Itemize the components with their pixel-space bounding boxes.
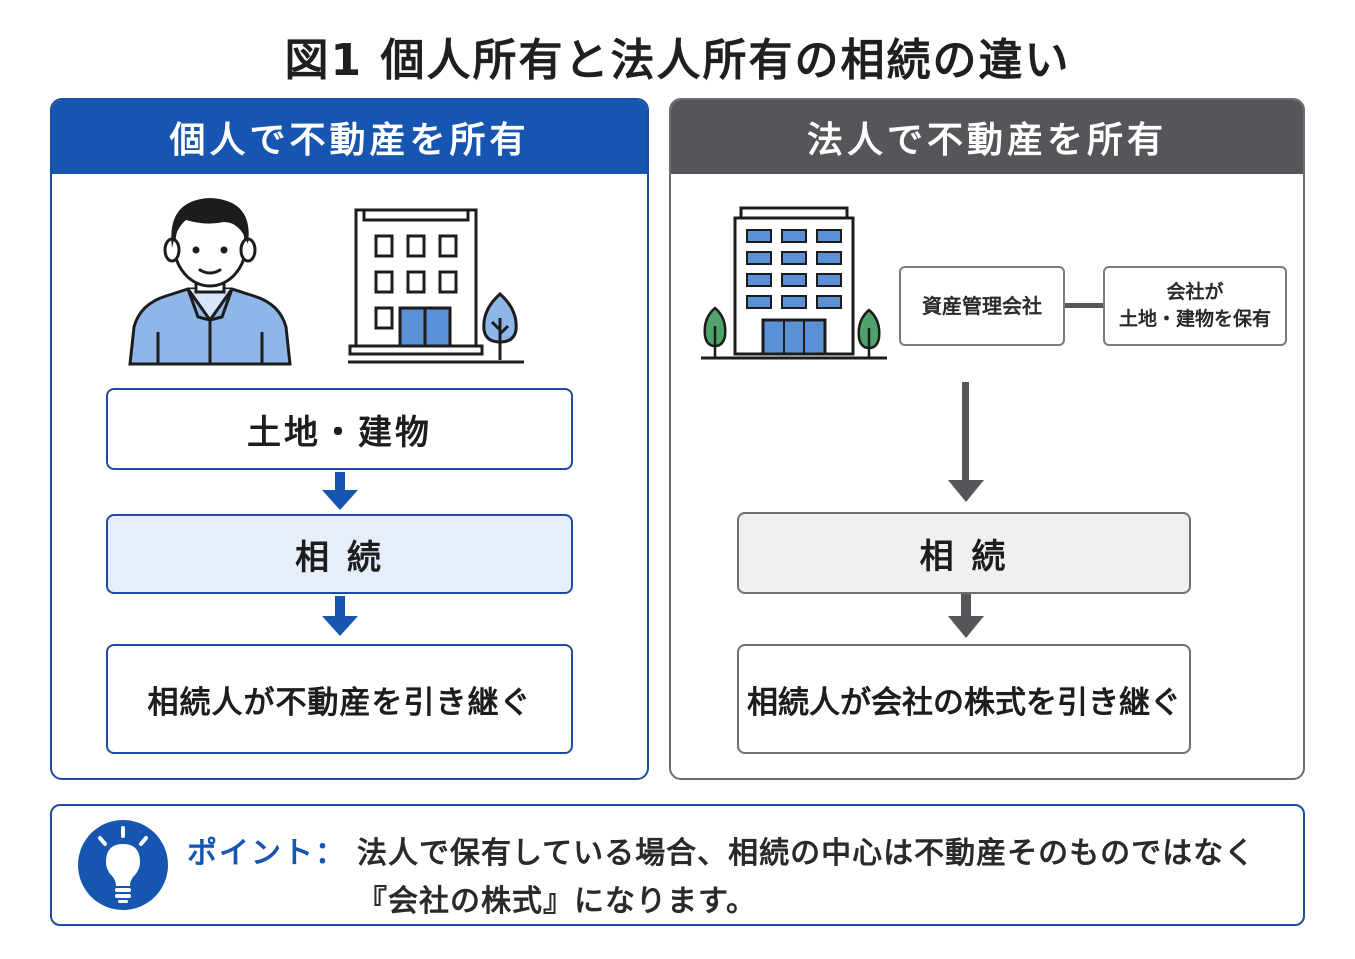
point-callout: ポイント： 法人で保有している場合、相続の中心は不動産そのものではなく 『会社の… <box>50 804 1305 926</box>
corporate-panel-header: 法人で不動産を所有 <box>671 100 1303 174</box>
down-arrow-icon <box>948 382 984 502</box>
corporate-ownership-panel: 法人で不動産を所有 資産管理会社 会社が 土地・建物を保有 相 続 <box>669 98 1305 780</box>
inheritance-box-corporate: 相 続 <box>737 512 1191 594</box>
land-building-box: 土地・建物 <box>106 388 573 470</box>
point-label: ポイント： <box>187 836 347 871</box>
connector-line <box>1065 303 1103 308</box>
office-building-icon <box>701 206 887 360</box>
point-text-line2: 『会社の株式』になります。 <box>357 884 757 919</box>
asset-management-company-box: 資産管理会社 <box>899 266 1065 346</box>
lightbulb-icon <box>78 820 168 910</box>
heir-inherits-property-label: 相続人が不動産を引き継ぐ <box>147 684 532 721</box>
heir-inherits-property-box: 相続人が不動産を引き継ぐ <box>106 644 573 754</box>
page-title: 図1 個人所有と法人所有の相続の違い <box>284 35 1071 86</box>
inheritance-label: 相 続 <box>295 537 384 578</box>
company-owns-line2: 土地・建物を保有 <box>1118 308 1271 330</box>
land-building-label: 土地・建物 <box>247 412 432 453</box>
down-arrow-icon <box>322 472 358 510</box>
down-arrow-icon <box>948 594 984 638</box>
individual-panel-header: 個人で不動産を所有 <box>52 100 647 174</box>
point-text-line1: 法人で保有している場合、相続の中心は不動産そのものではなく <box>357 836 1256 871</box>
inheritance-label: 相 続 <box>919 536 1009 577</box>
individual-ownership-panel: 個人で不動産を所有 <box>50 98 649 780</box>
heir-inherits-shares-label: 相続人が会社の株式を引き継ぐ <box>747 684 1181 721</box>
building-icon <box>348 208 524 364</box>
person-icon <box>128 198 292 366</box>
asset-management-company-label: 資産管理会社 <box>922 294 1042 318</box>
company-owns-property-box: 会社が 土地・建物を保有 <box>1103 266 1287 346</box>
tree-icon <box>482 291 518 360</box>
company-owns-line1: 会社が <box>1166 281 1224 304</box>
inheritance-box-individual: 相 続 <box>106 514 573 594</box>
heir-inherits-shares-box: 相続人が会社の株式を引き継ぐ <box>737 644 1191 754</box>
down-arrow-icon <box>322 596 358 636</box>
